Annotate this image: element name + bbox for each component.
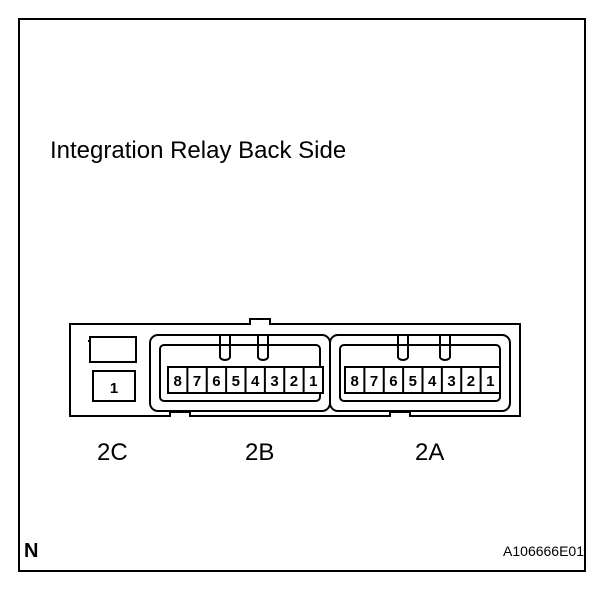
connector-2c: 1 [88, 336, 137, 402]
connector-2a-pin-6: 6 [389, 373, 397, 390]
connector-2a-label: 2A [415, 439, 445, 466]
connector-2b-label: 2B [245, 439, 275, 466]
connector-2c-label: 2C [97, 439, 128, 466]
connector-2a-pin-5: 5 [409, 373, 417, 390]
figure-reference-id: A106666E01 [503, 543, 584, 559]
connector-2a-lock-left [397, 335, 409, 361]
connector-2a-lock-right [439, 335, 451, 361]
connector-2a-pin-2: 2 [467, 373, 475, 390]
connector-2a-pin-8: 8 [351, 373, 359, 390]
connector-2b-lock-left [219, 335, 231, 361]
connector-2c-pin-1-box [92, 370, 136, 402]
connector-2a-pin-1: 1 [486, 373, 494, 390]
connector-2a-pin-7: 7 [370, 373, 378, 390]
connector-2b-pin-4: 4 [251, 373, 260, 390]
connector-2b-pin-6: 6 [212, 373, 220, 390]
connector-2a-pin-4: 4 [428, 373, 437, 390]
connector-2a-pin-3: 3 [447, 373, 455, 390]
connector-2c-pin-1: 1 [110, 380, 118, 397]
corner-mark: N [24, 540, 39, 562]
diagram-title: Integration Relay Back Side [50, 137, 347, 164]
connector-2b-pin-3: 3 [270, 373, 278, 390]
connector-2c-latch [89, 336, 137, 363]
connector-2b-pin-7: 7 [193, 373, 201, 390]
connector-2b-pin-2: 2 [290, 373, 298, 390]
connector-2b-lock-right [257, 335, 269, 361]
connector-2b-pin-8: 8 [174, 373, 182, 390]
connector-2b-pin-1: 1 [309, 373, 317, 390]
diagram-frame [18, 18, 586, 572]
connector-2b-pin-5: 5 [232, 373, 240, 390]
